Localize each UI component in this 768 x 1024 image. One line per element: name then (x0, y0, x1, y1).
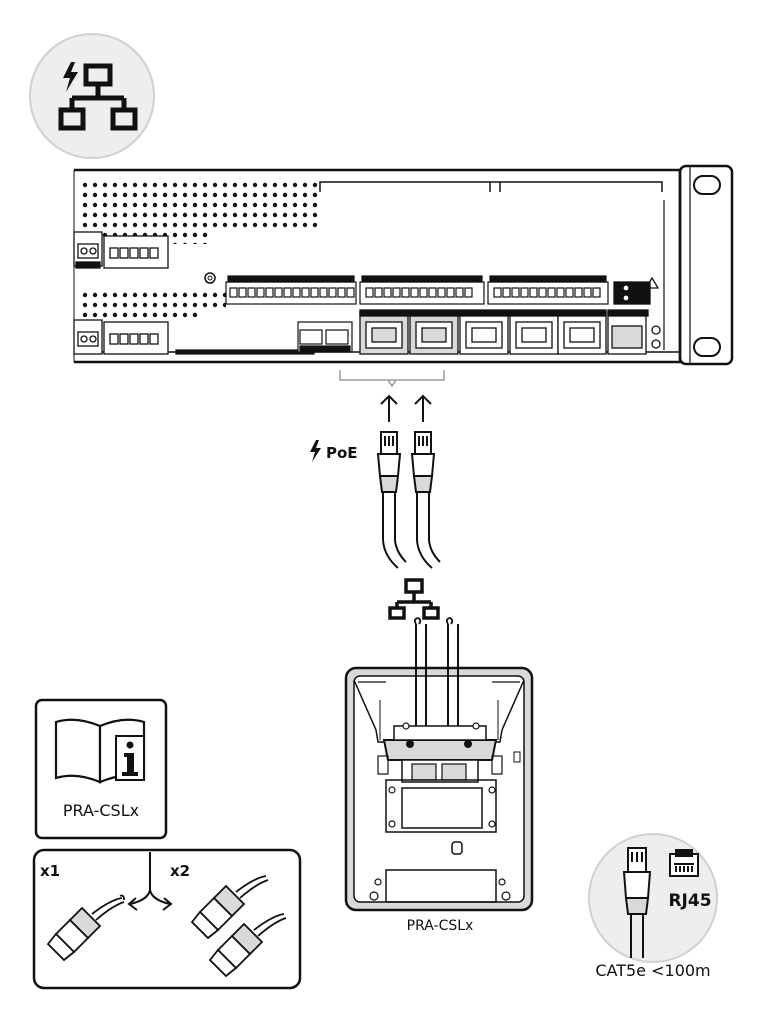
poe-text: PoE (326, 444, 358, 462)
port-bracket (339, 370, 445, 388)
terminal-block-upper (73, 231, 169, 269)
poe-network-icon (29, 33, 155, 159)
terminal-strip-middle (359, 275, 485, 305)
ethernet-ports (359, 309, 607, 355)
device-model-label: PRA-CSLx (407, 918, 474, 934)
manual-info-icon (54, 718, 146, 784)
qty-two-label: x2 (170, 862, 190, 880)
cable-spec-label: CAT5e <100m (595, 961, 710, 980)
split-arrow-icon (127, 852, 173, 911)
connector-spec: RJ45 (588, 833, 718, 963)
manual-model-label: PRA-CSLx (63, 801, 139, 820)
rj45-jack-icon (669, 849, 699, 877)
wall-device (344, 617, 534, 912)
cable-routing-box: x1 x2 (32, 848, 302, 990)
rj45-plug-icon (622, 847, 652, 958)
sfp-port (607, 276, 661, 355)
terminal-block-lower (73, 319, 169, 355)
connector-type-label: RJ45 (668, 891, 711, 911)
terminal-strip-left (175, 275, 357, 355)
cable-one-icon (46, 894, 125, 962)
poe-label: PoE (310, 440, 358, 462)
vent-holes (78, 182, 318, 322)
rj45-cables (376, 431, 441, 569)
qty-one-label: x1 (40, 862, 60, 880)
arrow-up-icon (380, 394, 432, 422)
power-connector (297, 321, 353, 353)
cable-two-icon (190, 875, 287, 978)
terminal-strip-right (487, 275, 609, 305)
manual-box: PRA-CSLx (34, 698, 168, 840)
network-icon (388, 578, 440, 620)
screw (204, 272, 216, 284)
